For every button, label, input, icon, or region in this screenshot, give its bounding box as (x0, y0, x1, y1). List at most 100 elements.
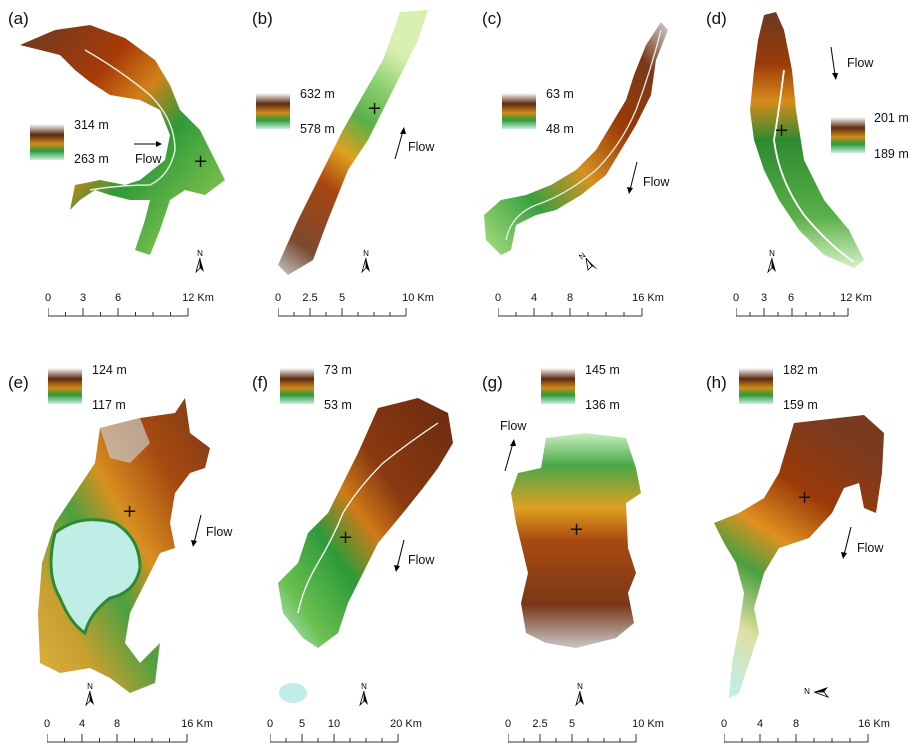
scale-tick: 10 Km (402, 292, 434, 304)
legend-min: 189 m (874, 147, 909, 161)
svg-text:N: N (769, 249, 775, 258)
center-marker: + (797, 487, 813, 508)
panel-label: (f) (252, 373, 269, 392)
scale-tick: 2.5 (302, 292, 318, 304)
legend-max: 314 m (74, 118, 109, 132)
terrain-g (511, 433, 641, 648)
svg-text:N: N (197, 249, 203, 258)
scale-tick: 12 Km (840, 292, 872, 304)
scale-tick: 20 Km (390, 718, 422, 730)
flow-arrow (830, 46, 838, 80)
svg-text:N: N (578, 251, 588, 262)
dem-map-h (714, 415, 884, 698)
scale-tick: 0 (504, 718, 512, 730)
legend-min: 136 m (585, 398, 620, 412)
flow-arrow (394, 539, 405, 572)
dem-map-b (278, 10, 428, 275)
scale-bar: 0 2.5 5 10 Km (275, 292, 434, 322)
flow-arrow (627, 161, 638, 194)
panel-d: (d) Flow 201 m 189 m + N 0 3 6 12 Km (684, 0, 912, 373)
legend-max: 201 m (874, 111, 909, 125)
scale-tick: 16 Km (181, 718, 213, 730)
flow-arrow (841, 526, 852, 559)
scale-tick: 5 (568, 718, 576, 730)
svg-text:N: N (804, 687, 810, 696)
panel-a: (a) 314 m 263 m Flow + N 0 3 6 12 Km (0, 0, 228, 373)
scale-bar: 0 5 10 20 Km (266, 718, 422, 746)
legend-max: 182 m (783, 363, 818, 377)
dem-map-d (750, 12, 864, 268)
flow-label: Flow (135, 152, 162, 166)
scale-bar: 0 3 6 12 Km (44, 292, 214, 322)
scale-tick: 0 (720, 718, 728, 730)
scale-tick: 0 (266, 718, 274, 730)
legend-colorbar (256, 93, 290, 129)
river-line-c (505, 29, 662, 241)
flow-label: Flow (857, 541, 884, 555)
panel-e: (e) 124 m 117 m Flow + N 0 4 8 16 Km (0, 363, 232, 746)
scale-tick: 12 Km (182, 292, 214, 304)
north-arrow-icon: N (767, 249, 776, 274)
scale-tick: 2.5 (532, 718, 548, 730)
scale-tick: 4 (530, 292, 538, 304)
river-line-a (84, 49, 176, 191)
panel-label: (a) (8, 9, 29, 28)
panel-h: (h) 182 m 159 m Flow + N 0 4 8 16 Km (684, 363, 912, 746)
legend-min: 263 m (74, 152, 109, 166)
dem-map-g (511, 433, 641, 648)
scale-tick: 3 (79, 292, 87, 304)
panel-label: (e) (8, 373, 29, 392)
legend-colorbar (30, 124, 64, 160)
terrain-b (278, 10, 428, 275)
scale-tick: 0 (44, 292, 52, 304)
terrain-a (20, 25, 225, 255)
flow-arrow (394, 127, 406, 160)
scale-bar: 0 2.5 5 10 Km (504, 718, 664, 746)
svg-text:N: N (577, 682, 583, 691)
legend-colorbar (739, 368, 773, 404)
legend-colorbar (280, 368, 314, 404)
dem-map-a (20, 25, 225, 255)
scale-tick: 16 Km (632, 292, 664, 304)
terrain-c (484, 22, 668, 255)
terrain-d (750, 12, 864, 268)
scale-tick: 10 Km (632, 718, 664, 730)
north-arrow-icon: N (361, 249, 370, 274)
svg-text:N: N (363, 249, 369, 258)
panel-c: (c) 63 m 48 m Flow N 0 4 8 16 Km (456, 0, 684, 373)
scale-tick: 8 (792, 718, 800, 730)
svg-text:N: N (361, 682, 367, 691)
scale-tick: 0 (494, 292, 502, 304)
scale-tick: 5 (338, 292, 346, 304)
flow-arrow (504, 439, 516, 472)
panel-label: (h) (706, 373, 727, 392)
flow-arrow (134, 141, 162, 147)
river-line-f (297, 422, 439, 614)
scale-tick: 3 (760, 292, 768, 304)
legend-min: 578 m (300, 122, 335, 136)
terrain-h (714, 415, 884, 698)
legend-max: 73 m (324, 363, 352, 377)
legend-max: 145 m (585, 363, 620, 377)
dem-map-c (484, 22, 668, 255)
flow-label: Flow (847, 56, 874, 70)
panel-label: (d) (706, 9, 727, 28)
terrain-f (278, 398, 453, 648)
north-arrow-icon: N (575, 682, 584, 707)
water-body-f (279, 683, 307, 703)
legend-colorbar (831, 117, 865, 153)
flow-label: Flow (500, 419, 527, 433)
center-marker: + (193, 151, 209, 172)
legend-min: 48 m (546, 122, 574, 136)
scale-bar: 0 4 8 16 Km (44, 718, 213, 746)
legend-min: 53 m (324, 398, 352, 412)
legend-colorbar (502, 93, 536, 129)
legend-max: 63 m (546, 87, 574, 101)
center-marker: + (367, 98, 383, 119)
scale-tick: 5 (298, 718, 306, 730)
center-marker: + (122, 501, 138, 522)
scale-tick: 4 (756, 718, 764, 730)
highland-e (100, 418, 150, 463)
scale-tick: 6 (114, 292, 122, 304)
svg-text:N: N (87, 682, 93, 691)
